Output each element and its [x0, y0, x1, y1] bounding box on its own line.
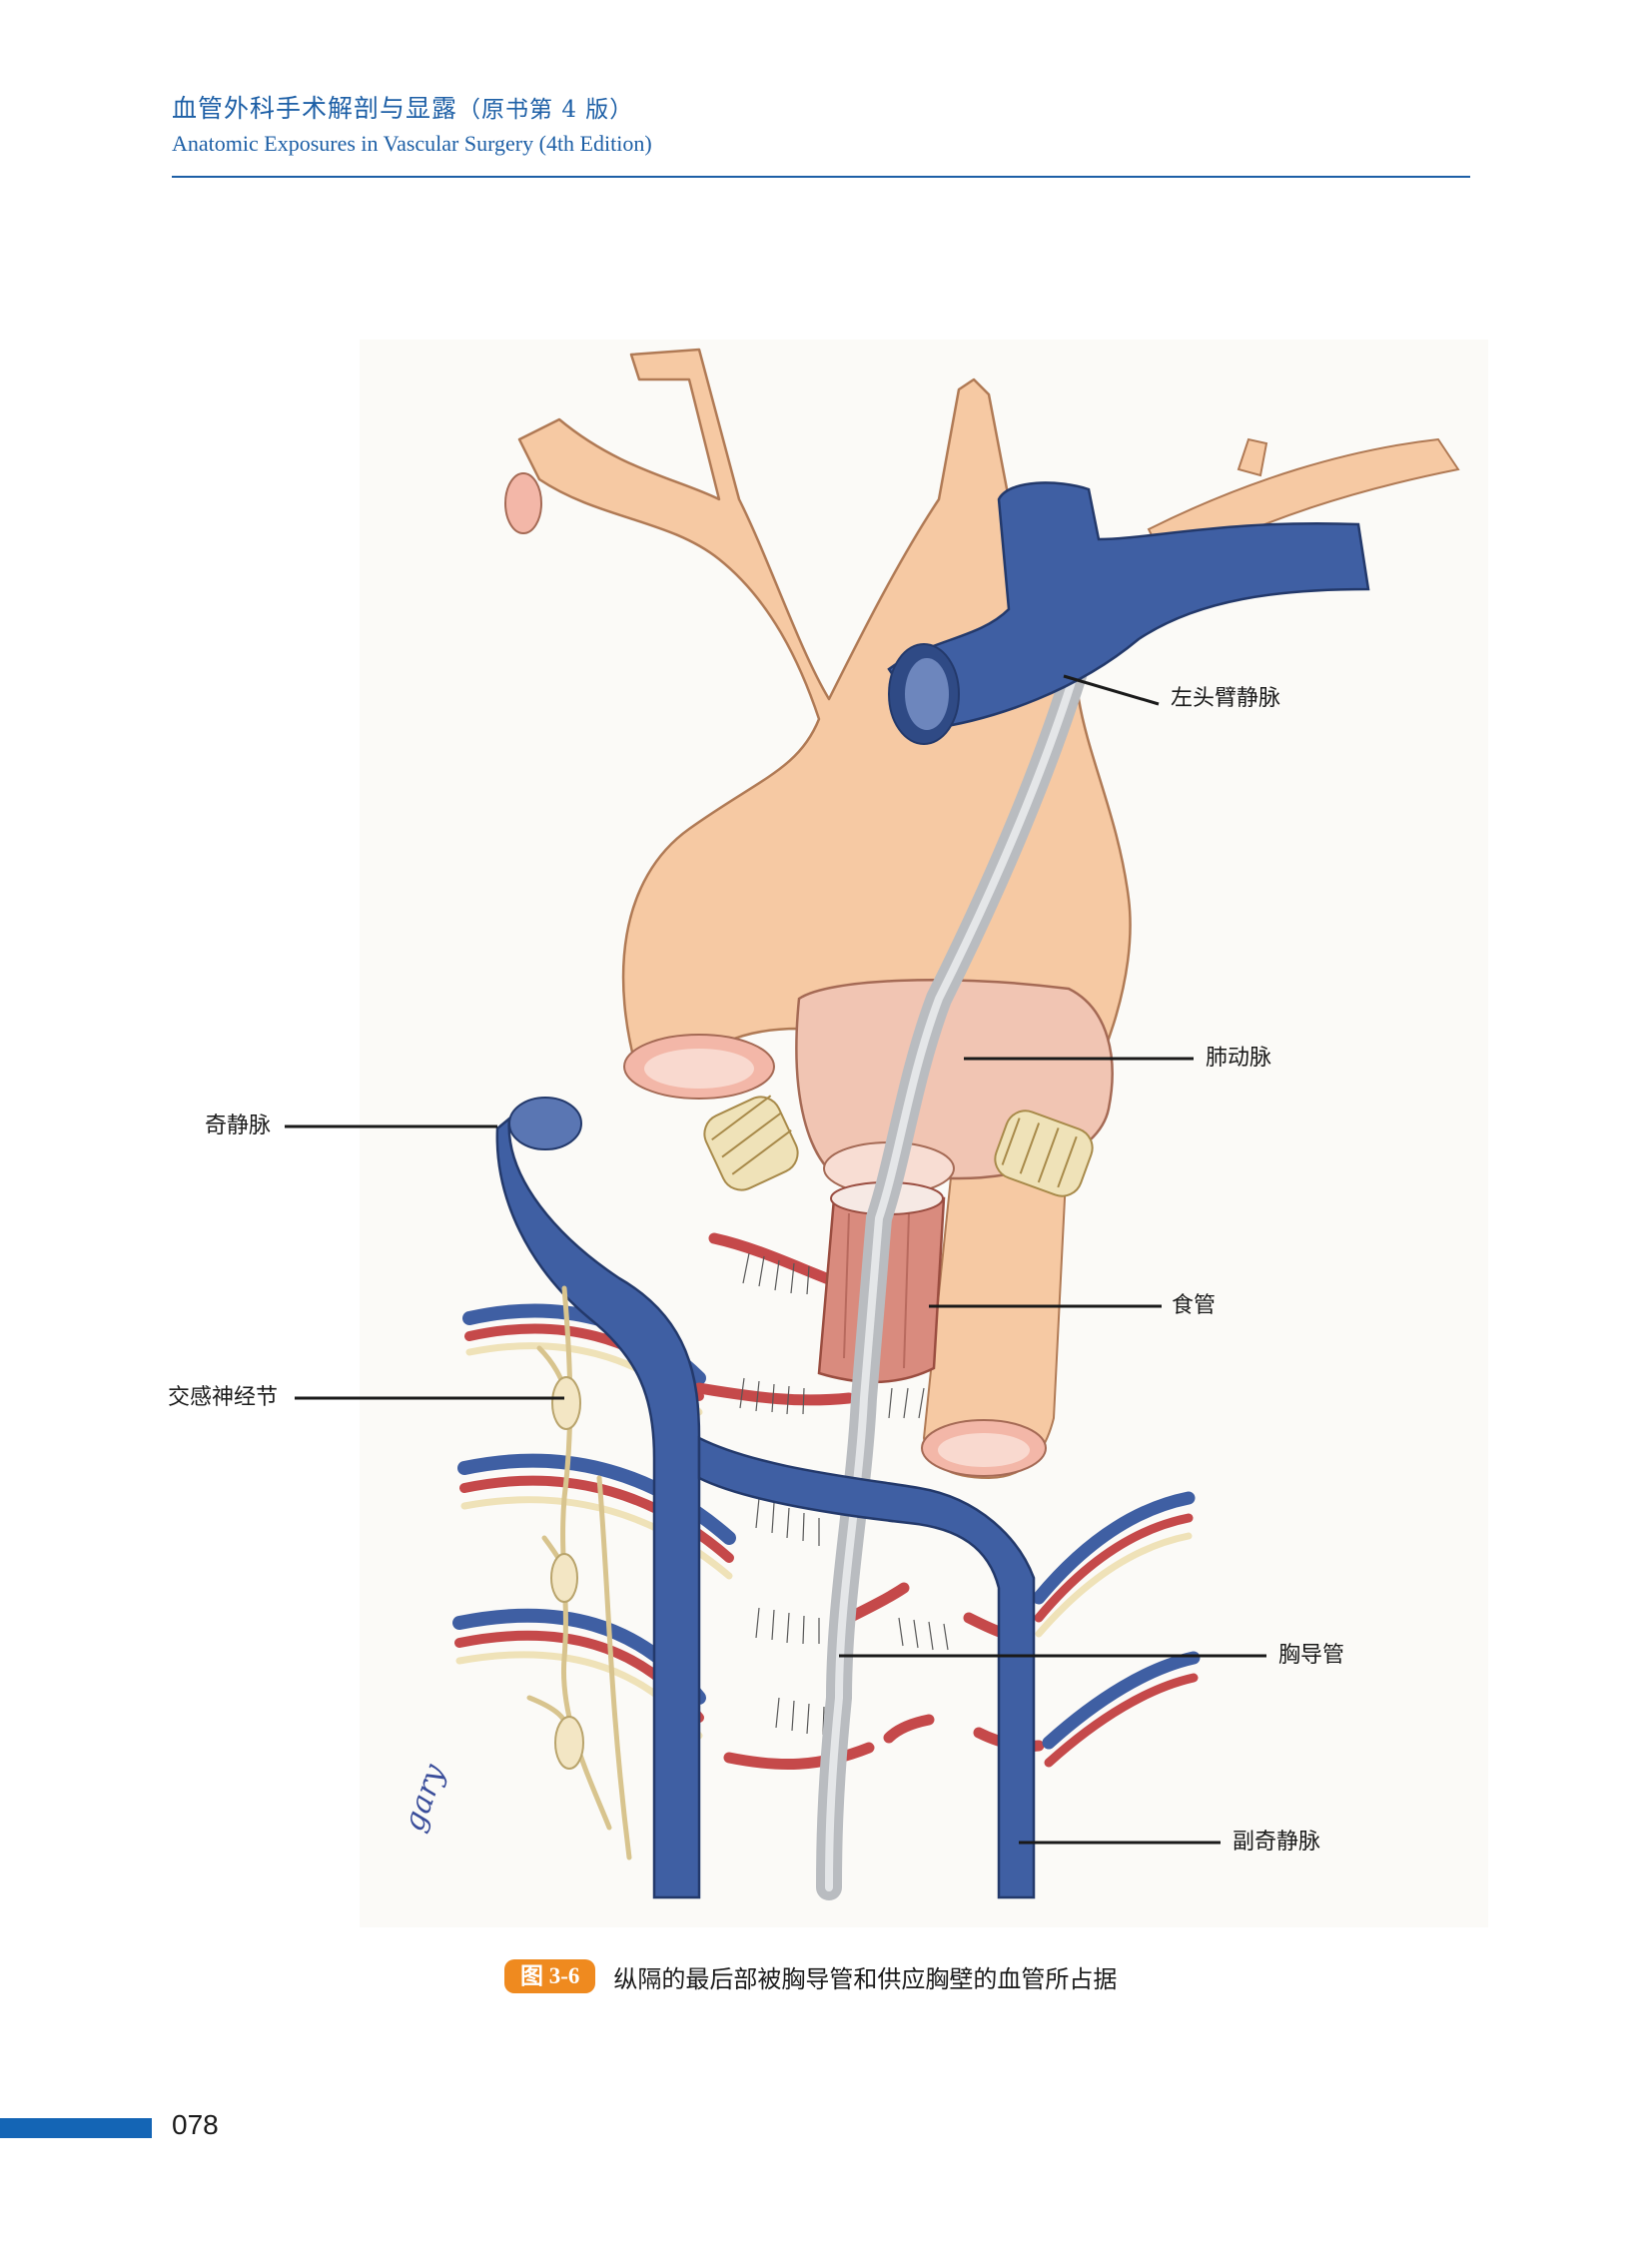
left-common-carotid-cut [504, 472, 542, 534]
connective-tissue-hatching [739, 1252, 949, 1736]
label-thoracic-duct: 胸导管 [1278, 1643, 1345, 1668]
figure-number-badge: 图 3-6 [504, 1959, 596, 1993]
book-title-cn: 血管外科手术解剖与显露（原书第 4 版） [172, 92, 1470, 127]
sympathetic-ganglia [550, 1376, 584, 1770]
running-header: 血管外科手术解剖与显露（原书第 4 版） Anatomic Exposures … [172, 92, 1470, 159]
label-azygos-vein: 奇静脉 [205, 1114, 272, 1138]
figure-caption: 图 3-6 纵隔的最后部被胸导管和供应胸壁的血管所占据 [504, 1959, 1117, 1993]
label-sympathetic-ganglion: 交感神经节 [168, 1385, 279, 1410]
leader-lines [285, 674, 1266, 1845]
azygos-tributary [697, 1435, 1036, 1899]
book-edition-cn: （原书第 4 版） [457, 97, 634, 123]
book-title-cn-main: 血管外科手术解剖与显露 [172, 94, 458, 123]
book-title-en: Anatomic Exposures in Vascular Surgery (… [172, 131, 652, 156]
header-rule [172, 176, 1470, 178]
label-pulmonary-artery: 肺动脉 [1206, 1046, 1272, 1071]
azygos-vein-arch-cut [508, 1097, 582, 1150]
label-hemiazygos-vein: 副奇静脉 [1233, 1830, 1321, 1855]
page-number: 078 [172, 2109, 219, 2140]
bronchi [703, 1095, 1094, 1197]
page-number-bar [0, 2118, 152, 2138]
azygos-vein [495, 1116, 701, 1899]
intercostal-vessels-right [1032, 1491, 1201, 1768]
figure-caption-text: 纵隔的最后部被胸导管和供应胸壁的血管所占据 [613, 1964, 1118, 1993]
left-brachiocephalic-vein [887, 481, 1370, 731]
label-left-brachiocephalic-vein: 左头臂静脉 [1171, 686, 1281, 711]
label-esophagus: 食管 [1172, 1293, 1217, 1318]
